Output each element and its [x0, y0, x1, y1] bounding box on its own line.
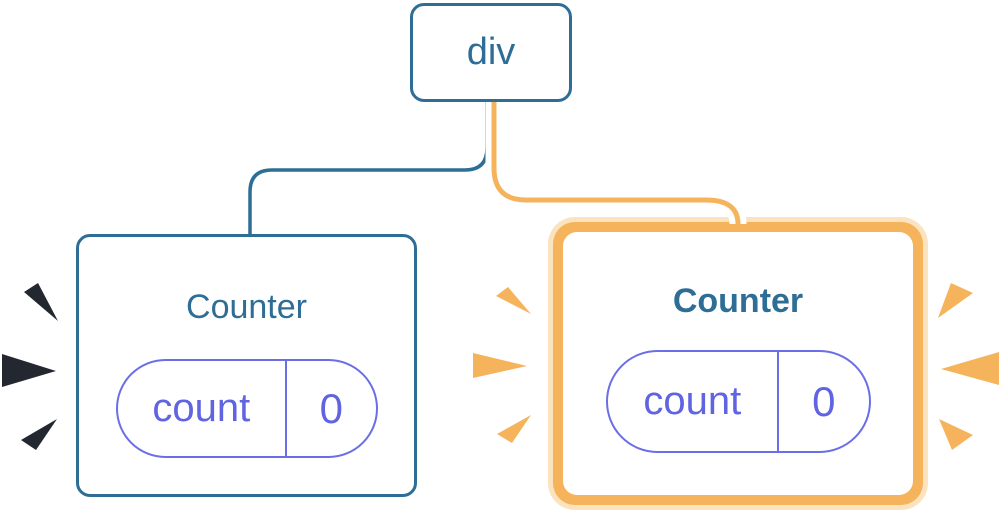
- edge-div-to-right-counter: [491, 102, 741, 225]
- state-name-cell: count: [608, 352, 780, 451]
- burst-icon: [473, 353, 527, 378]
- burst-marks-left-counter: [2, 283, 58, 450]
- burst-icon: [938, 283, 973, 318]
- burst-marks-right-counter-inner: [473, 287, 531, 443]
- burst-icon: [941, 352, 999, 385]
- counter-node-right-highlight: Counter count 0: [548, 217, 928, 510]
- state-value: 0: [319, 384, 344, 432]
- state-pill: count 0: [115, 359, 378, 458]
- state-value-cell: 0: [779, 352, 868, 451]
- state-pill: count 0: [605, 350, 871, 453]
- root-node-label: div: [466, 31, 516, 73]
- state-name-label: count: [643, 379, 742, 423]
- root-node: div: [410, 3, 572, 102]
- burst-icon: [496, 287, 531, 314]
- state-value: 0: [812, 377, 836, 425]
- edge-div-to-left-counter: [248, 102, 489, 237]
- counter-node-left: Counter count 0: [76, 234, 417, 497]
- burst-icon: [21, 419, 57, 450]
- counter-node-right: Counter count 0: [563, 232, 913, 495]
- burst-icon: [939, 419, 973, 450]
- state-name-label: count: [152, 386, 251, 430]
- state-value-cell: 0: [287, 361, 375, 456]
- counter-title: Counter: [186, 288, 307, 326]
- burst-icon: [497, 415, 531, 443]
- burst-icon: [2, 354, 56, 387]
- burst-icon: [24, 283, 58, 321]
- edge-casing: [485, 102, 747, 225]
- highlight-ring: Counter count 0: [553, 222, 923, 505]
- counter-title: Counter: [672, 282, 804, 320]
- state-name-cell: count: [118, 361, 288, 456]
- burst-marks-right-counter-outer: [938, 283, 999, 450]
